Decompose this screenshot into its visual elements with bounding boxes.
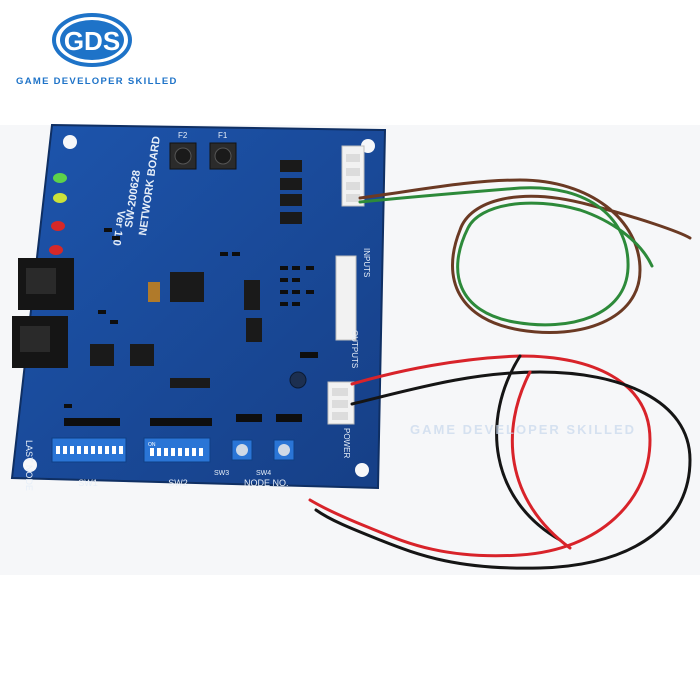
connector-top <box>341 145 365 207</box>
sw1-label: SW1 <box>78 478 98 488</box>
crystal <box>148 282 160 302</box>
led-red <box>51 221 65 231</box>
wire-black <box>495 354 562 542</box>
input-wires <box>358 178 692 334</box>
inputs-label: INPUTS <box>362 248 371 277</box>
sw2-label: SW2 <box>168 478 188 488</box>
watermark-text: GAME DEVELOPER SKILLED <box>410 422 636 437</box>
mounting-hole <box>63 135 77 149</box>
fuse-label-f1: F1 <box>218 131 228 140</box>
ic-chip <box>246 318 262 342</box>
ic-chip <box>244 280 260 310</box>
transistor-row <box>280 160 302 224</box>
wire-green <box>358 186 654 327</box>
mounting-hole <box>23 458 37 472</box>
power-wires <box>308 354 692 570</box>
fuse-label-f2: F2 <box>178 131 188 140</box>
brand-tagline: GAME DEVELOPER SKILLED <box>16 76 178 87</box>
mounting-hole <box>355 463 369 477</box>
pcb-board: Ver 1.0 SW-200628 NETWORK BOARD F2 F1 <box>10 123 387 491</box>
microcontroller-chip <box>170 272 204 302</box>
led-red <box>49 245 63 255</box>
sw3-label: SW3 <box>214 470 229 477</box>
node-no-label: NODE NO. <box>244 478 289 488</box>
logo-text: GDS <box>64 26 120 56</box>
ic-chip <box>170 378 210 388</box>
last-node-label: LAST NODE <box>24 440 34 491</box>
outputs-label: OUTPUTS <box>350 330 359 368</box>
rj45-jack <box>18 258 74 310</box>
gds-logo-icon: GDS GAME DEVELOPER SKILLED <box>16 13 178 87</box>
rj45-jack <box>12 316 68 368</box>
push-button-f2: F2 <box>169 131 197 170</box>
connector-inputs: INPUTS <box>335 248 371 341</box>
wire-black <box>314 370 692 570</box>
wire-red <box>308 354 652 558</box>
power-label: POWER <box>342 428 351 458</box>
led-yellow <box>53 193 67 203</box>
rotary-switch-sw4: SW4 <box>256 439 295 477</box>
sw4-label: SW4 <box>256 470 271 477</box>
wire-brown <box>358 178 692 334</box>
rotary-switch-sw3: SW3 <box>214 439 253 477</box>
indicator-row <box>64 414 302 426</box>
dip-switch-sw2: ON SW2 <box>143 437 211 488</box>
brand-logo: GDS GAME DEVELOPER SKILLED <box>12 8 212 88</box>
wire-red <box>510 370 572 550</box>
dip-on-label: ON <box>148 442 156 448</box>
smd-components <box>64 228 318 408</box>
led-green <box>53 173 67 183</box>
push-button-f1: F1 <box>209 131 237 170</box>
ic-chip <box>90 344 114 366</box>
dip-switch-sw1: SW1 <box>51 437 127 488</box>
ic-chip <box>130 344 154 366</box>
capacitor <box>289 371 307 389</box>
status-leds <box>49 173 67 255</box>
